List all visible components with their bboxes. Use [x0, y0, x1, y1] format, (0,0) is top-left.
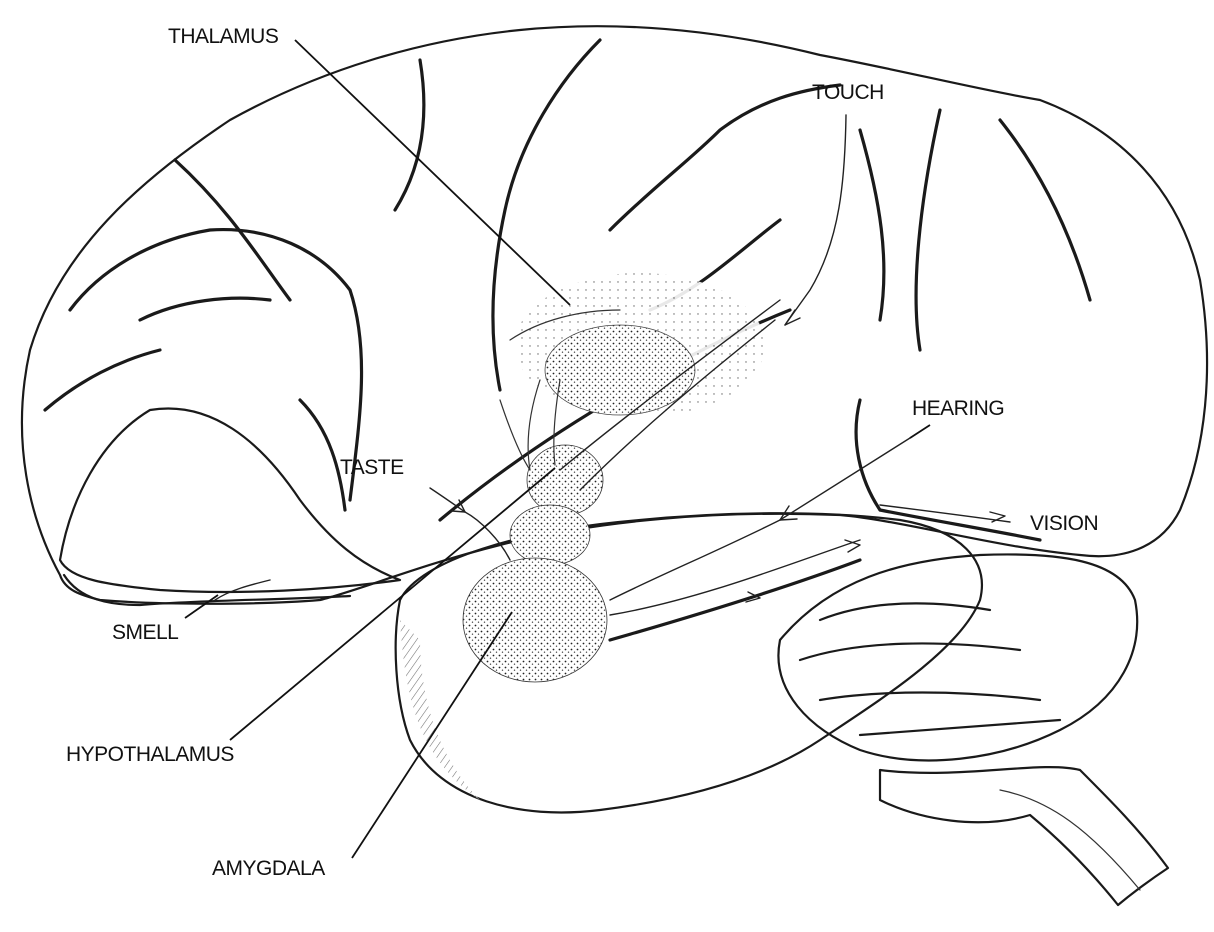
hearing-pathway — [780, 438, 910, 520]
label-taste: TASTE — [340, 457, 404, 478]
smell-pathway — [215, 580, 270, 600]
label-touch: TOUCH — [812, 82, 884, 103]
label-thalamus: THALAMUS — [168, 26, 278, 47]
thalamus-leader — [295, 40, 570, 305]
label-amygdala: AMYGDALA — [212, 858, 325, 879]
label-hypothalamus: HYPOTHALAMUS — [66, 744, 234, 765]
hypothalamus-region — [527, 445, 603, 515]
label-vision: VISION — [1030, 513, 1098, 534]
temporal-hatching — [400, 620, 480, 800]
label-smell: SMELL — [112, 622, 178, 643]
touch-pathway — [785, 115, 846, 325]
cerebellum — [778, 554, 1137, 760]
smell-leader — [185, 595, 218, 618]
amygdala-leader — [352, 612, 512, 858]
label-hearing: HEARING — [912, 398, 1004, 419]
hearing-leader — [910, 425, 930, 438]
brainstem — [880, 767, 1168, 905]
